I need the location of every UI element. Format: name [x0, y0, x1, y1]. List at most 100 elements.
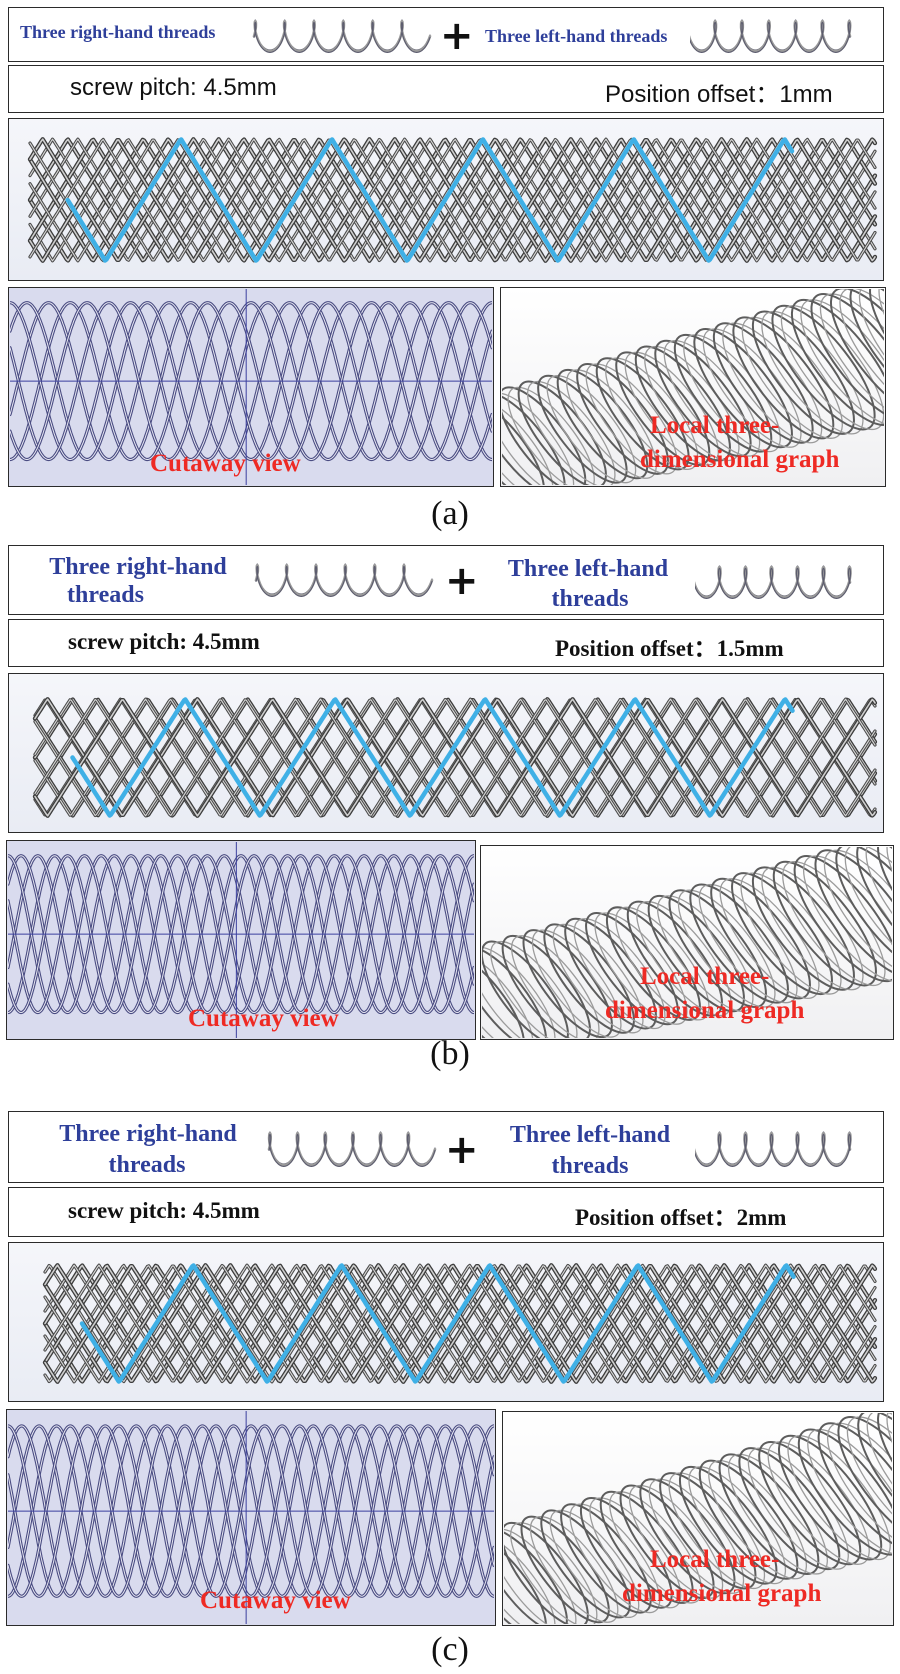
tube-coil-ring — [482, 946, 556, 1038]
cutaway-view — [8, 287, 494, 487]
tube-coil-ring — [566, 369, 657, 479]
cutaway-wire-shine — [8, 1425, 494, 1597]
tube-coil-ring — [654, 339, 752, 458]
tube-coil-ring — [719, 878, 820, 1000]
cutaway-label: Cutaway view — [188, 1005, 339, 1032]
tube-coil-ring — [624, 351, 719, 466]
tube-coil-ring — [677, 889, 776, 1008]
local-3d-label-line1: Local three- — [650, 412, 780, 439]
tube-coil-ring — [482, 940, 569, 1038]
tube-coil-ring — [599, 1490, 694, 1604]
tube-coil-ring — [710, 877, 811, 1000]
tube-coil-ring — [594, 912, 688, 1025]
wire-strand-highlight — [44, 1264, 876, 1383]
right-hand-spring-icon — [267, 1131, 437, 1167]
tube-coil-ring — [615, 906, 710, 1021]
main-thread-drawing — [32, 697, 878, 818]
tube-coil-ring — [647, 894, 745, 1013]
right-hand-spring-icon — [254, 563, 434, 597]
cutaway-drawing — [8, 842, 474, 1038]
tube-coil-ring — [693, 328, 793, 449]
cutaway-wire-shine — [8, 855, 474, 1013]
position-offset-label: Position offset：1mm — [605, 81, 833, 108]
tube-coil-ring — [504, 1528, 577, 1624]
tube-coil-ring — [626, 900, 723, 1017]
wire-strand-highlight — [34, 698, 876, 817]
local-3d-drawing — [502, 289, 884, 485]
panel-c: Three right-hand threads + Three left-ha… — [0, 1111, 900, 1674]
tube-coil-ring — [656, 895, 754, 1012]
wire-strand-highlight — [29, 138, 876, 262]
tube-coil-ring — [504, 1521, 589, 1624]
local-3d-label-line1: Local three- — [640, 963, 770, 990]
tube-coil-ring — [846, 1416, 892, 1546]
right-hand-label-line1: Three right-hand — [49, 554, 227, 580]
tube-coil-ring — [615, 351, 711, 466]
tube-coil-ring — [628, 1484, 724, 1599]
tube-coil-ring — [866, 1413, 892, 1541]
wire-strand-highlight — [44, 1264, 876, 1383]
cutaway-drawing — [10, 289, 492, 485]
cutaway-wire-shine — [10, 302, 492, 460]
panel-b: Three right-hand threads + Three left-ha… — [0, 545, 900, 1072]
params-box — [8, 65, 884, 113]
tube-coil-ring — [732, 316, 835, 440]
tube-coil-ring — [579, 1496, 673, 1609]
left-hand-label-line1: Three left-hand — [509, 1122, 671, 1148]
tube-coil-ring — [504, 1534, 547, 1624]
tube-coil-ring — [605, 357, 699, 471]
tube-coil-ring — [634, 345, 731, 462]
tube-coil-ring — [502, 392, 566, 485]
spring-coil — [253, 21, 431, 53]
left-hand-spring-icon — [690, 19, 852, 53]
tube-coil-ring — [793, 855, 892, 983]
main-thread-drawing — [27, 137, 878, 263]
header-box — [8, 545, 884, 615]
tube-coil-ring — [857, 1413, 892, 1542]
tube-coil-ring — [546, 375, 637, 484]
local-3d-drawing — [482, 847, 892, 1038]
highlighted-thread — [79, 1263, 796, 1384]
tube-coil-ring — [835, 847, 892, 974]
left-hand-label: Three left-hand threads — [485, 27, 668, 46]
spring-coil — [695, 1133, 852, 1167]
tube-coil-ring — [589, 1497, 682, 1609]
tube-coil-ring — [569, 1503, 661, 1614]
cutaway-wire-shine — [8, 855, 474, 1013]
tube-coil-ring — [522, 929, 613, 1038]
tube-coil-ring — [678, 1465, 778, 1585]
cutaway-wire-shine — [8, 1425, 494, 1597]
tube-coil-ring — [482, 946, 547, 1038]
tube-coil-ring — [502, 398, 545, 485]
cutaway-view — [6, 840, 476, 1040]
tube-coil-ring — [668, 1472, 766, 1590]
tube-coil-ring — [556, 368, 649, 480]
right-hand-label: Three right-hand threads — [20, 23, 216, 42]
cutaway-drawing — [8, 1411, 494, 1624]
plus-sign: + — [445, 1127, 479, 1173]
tube-coil-ring — [819, 293, 884, 422]
tube-coil-ring — [817, 1422, 892, 1551]
tube-coil-ring — [751, 310, 855, 435]
tube-coil-ring — [585, 363, 678, 475]
tube-coil-ring — [502, 392, 575, 485]
tube-coil-ring — [718, 1453, 820, 1575]
wire-strand-highlight — [34, 698, 876, 817]
spring-coil — [690, 21, 851, 53]
wire-strand-highlight — [29, 138, 876, 262]
tube-coil-ring — [526, 380, 616, 485]
tube-coil-ring — [790, 298, 884, 427]
position-offset-label: Position offset：2mm — [575, 1205, 787, 1230]
cutaway-wire-shine — [8, 1425, 494, 1597]
tube-coil-ring — [741, 316, 843, 439]
cutaway-wire-shine — [8, 855, 474, 1013]
tube-coil-ring — [482, 951, 525, 1038]
highlighted-thread — [70, 697, 795, 818]
local-3d-label-line2: dimensional graph — [640, 446, 840, 473]
tube-coil-ring — [502, 398, 554, 485]
tube-coil-ring — [777, 1434, 883, 1561]
tube-coil-ring — [797, 1428, 892, 1556]
tube-coil-ring — [689, 883, 789, 1004]
tube-coil-ring — [767, 1441, 870, 1565]
tube-coil-ring — [490, 940, 578, 1038]
